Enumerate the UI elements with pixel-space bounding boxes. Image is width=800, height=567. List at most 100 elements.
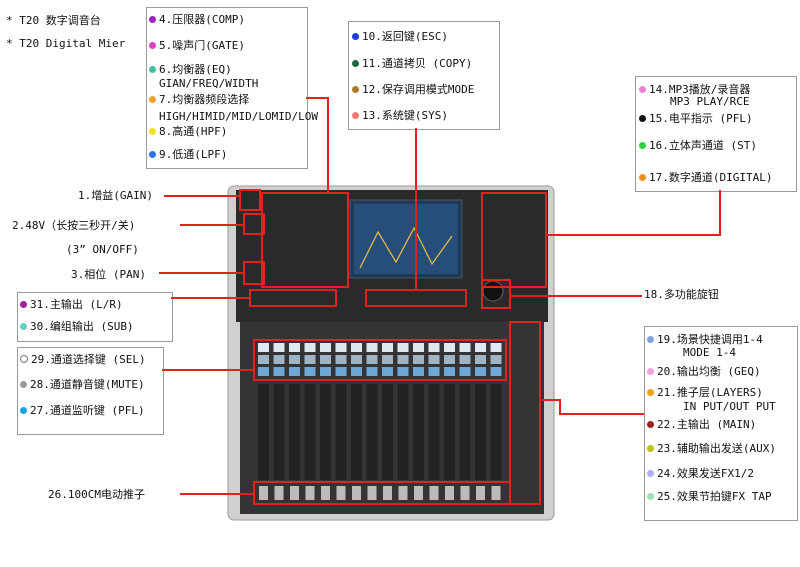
channel-key xyxy=(320,355,331,364)
legend-item-lpf: 9.低通(LPF) xyxy=(149,148,227,161)
legend-box-meters: 14.MP3播放/录音器 MP3 PLAY/RCE 15.电平指示 (PFL) … xyxy=(635,76,797,192)
legend-item-sub: 30.编组输出 (SUB) xyxy=(20,320,134,333)
legend-item-pfl: 27.通道监听键 (PFL) xyxy=(20,404,145,417)
channel-key xyxy=(304,367,316,376)
label-pan: 3.相位 (PAN) xyxy=(71,268,146,281)
legend-item-sys: 13.系统键(SYS) xyxy=(352,109,448,122)
channel-key xyxy=(459,355,471,364)
legend-item-eq-band-sub: HIGH/HIMID/MID/LOMID/LOW xyxy=(159,110,318,123)
legend-item-esc: 10.返回键(ESC) xyxy=(352,30,448,43)
legend-item-copy: 11.通道拷贝 (COPY) xyxy=(352,57,472,70)
channel-key xyxy=(397,355,409,364)
channel-key xyxy=(475,343,486,352)
legend-item-mode: 12.保存调用模式MODE xyxy=(352,83,474,96)
fader-cap xyxy=(429,486,439,500)
channel-key xyxy=(289,343,300,352)
channel-key xyxy=(320,343,331,352)
fader-cap xyxy=(414,486,423,500)
legend-item-sel: 29.通道选择键 (SEL) xyxy=(20,353,146,366)
fader-cap xyxy=(290,486,299,500)
fader-cap xyxy=(476,486,485,500)
channel-key xyxy=(273,367,285,376)
channel-key xyxy=(258,355,269,364)
channel-key xyxy=(397,367,409,376)
channel-key xyxy=(428,343,440,352)
legend-item-layers: 21.推子层(LAYERS) xyxy=(647,386,763,399)
fader-track xyxy=(351,384,362,480)
legend-item-geq: 20.输出均衡 (GEQ) xyxy=(647,365,761,378)
fader-track xyxy=(258,384,269,480)
channel-key xyxy=(490,367,502,376)
fader-strips xyxy=(258,343,502,500)
channel-key xyxy=(382,355,393,364)
cyan-dot-icon xyxy=(20,323,27,330)
salmon-dot-icon xyxy=(352,112,359,119)
channel-key xyxy=(382,367,393,376)
channel-key xyxy=(366,343,378,352)
channel-key xyxy=(366,355,378,364)
legend-item-scene: 19.场景快捷调用1-4 xyxy=(647,333,763,346)
fader-cap xyxy=(321,486,330,500)
fader-cap xyxy=(445,486,454,500)
channel-key xyxy=(289,367,300,376)
fader-track xyxy=(413,384,424,480)
green-dot-icon xyxy=(639,142,646,149)
channel-key xyxy=(273,343,285,352)
fader-cap xyxy=(398,486,408,500)
blue-dot-icon xyxy=(352,33,359,40)
channel-key xyxy=(444,355,455,364)
gray-dot-icon xyxy=(20,381,27,388)
legend-item-layers-sub: IN PUT/OUT PUT xyxy=(683,400,776,413)
label-encoder: 18.多功能旋钮 xyxy=(644,288,719,301)
pink-dot-icon xyxy=(647,368,654,375)
fader-track xyxy=(428,384,440,480)
channel-key xyxy=(413,355,424,364)
channel-key xyxy=(475,367,486,376)
legend-item-aux: 23.辅助输出发送(AUX) xyxy=(647,442,776,455)
darkred-dot-icon xyxy=(647,421,654,428)
label-fader: 26.100CM电动推子 xyxy=(48,488,145,501)
fader-track xyxy=(304,384,316,480)
orange-dot-icon xyxy=(149,96,156,103)
legend-item-gate: 5.噪声门(GATE) xyxy=(149,39,245,52)
orange-dot-icon xyxy=(639,174,646,181)
legend-item-fx-tap: 25.效果节拍键FX TAP xyxy=(647,490,772,503)
legend-item-fx: 24.效果发送FX1/2 xyxy=(647,467,754,480)
channel-key xyxy=(335,355,347,364)
legend-item-hpf: 8.高通(HPF) xyxy=(149,125,227,138)
fader-cap xyxy=(305,486,315,500)
channel-key xyxy=(459,343,471,352)
fader-track xyxy=(444,384,455,480)
orange-dot-icon xyxy=(647,389,654,396)
fader-cap xyxy=(491,486,501,500)
brown-dot-icon xyxy=(352,86,359,93)
channel-key xyxy=(304,343,316,352)
blue-dot-icon xyxy=(647,336,654,343)
legend-box-keys: 10.返回键(ESC) 11.通道拷贝 (COPY) 12.保存调用模式MODE… xyxy=(348,21,500,130)
yellow-dot-icon xyxy=(149,128,156,135)
legend-item-pfl-meter: 15.电平指示 (PFL) xyxy=(639,112,753,125)
legend-item-main: 22.主输出 (MAIN) xyxy=(647,418,756,431)
label-gain: 1.增益(GAIN) xyxy=(78,189,153,202)
channel-key xyxy=(351,355,362,364)
fader-cap xyxy=(383,486,392,500)
channel-key xyxy=(366,367,378,376)
fader-track xyxy=(320,384,331,480)
fader-track xyxy=(289,384,300,480)
channel-key xyxy=(320,367,331,376)
channel-key xyxy=(413,367,424,376)
channel-key xyxy=(258,343,269,352)
channel-key xyxy=(413,343,424,352)
label-48v-sub: (3” ON/OFF) xyxy=(66,243,139,256)
legend-item-mp3-sub: MP3 PLAY/RCE xyxy=(670,95,750,108)
title-line-2: * T20 Digital Mier xyxy=(6,37,126,50)
purple-dot-icon xyxy=(20,301,27,308)
fader-track xyxy=(397,384,409,480)
channel-key xyxy=(397,343,409,352)
fader-cap xyxy=(259,486,268,500)
channel-key xyxy=(304,355,316,364)
blue-dot-icon xyxy=(149,151,156,158)
legend-item-eq: 6.均衡器(EQ) xyxy=(149,63,232,76)
legend-item-digital: 17.数字通道(DIGITAL) xyxy=(639,171,772,184)
